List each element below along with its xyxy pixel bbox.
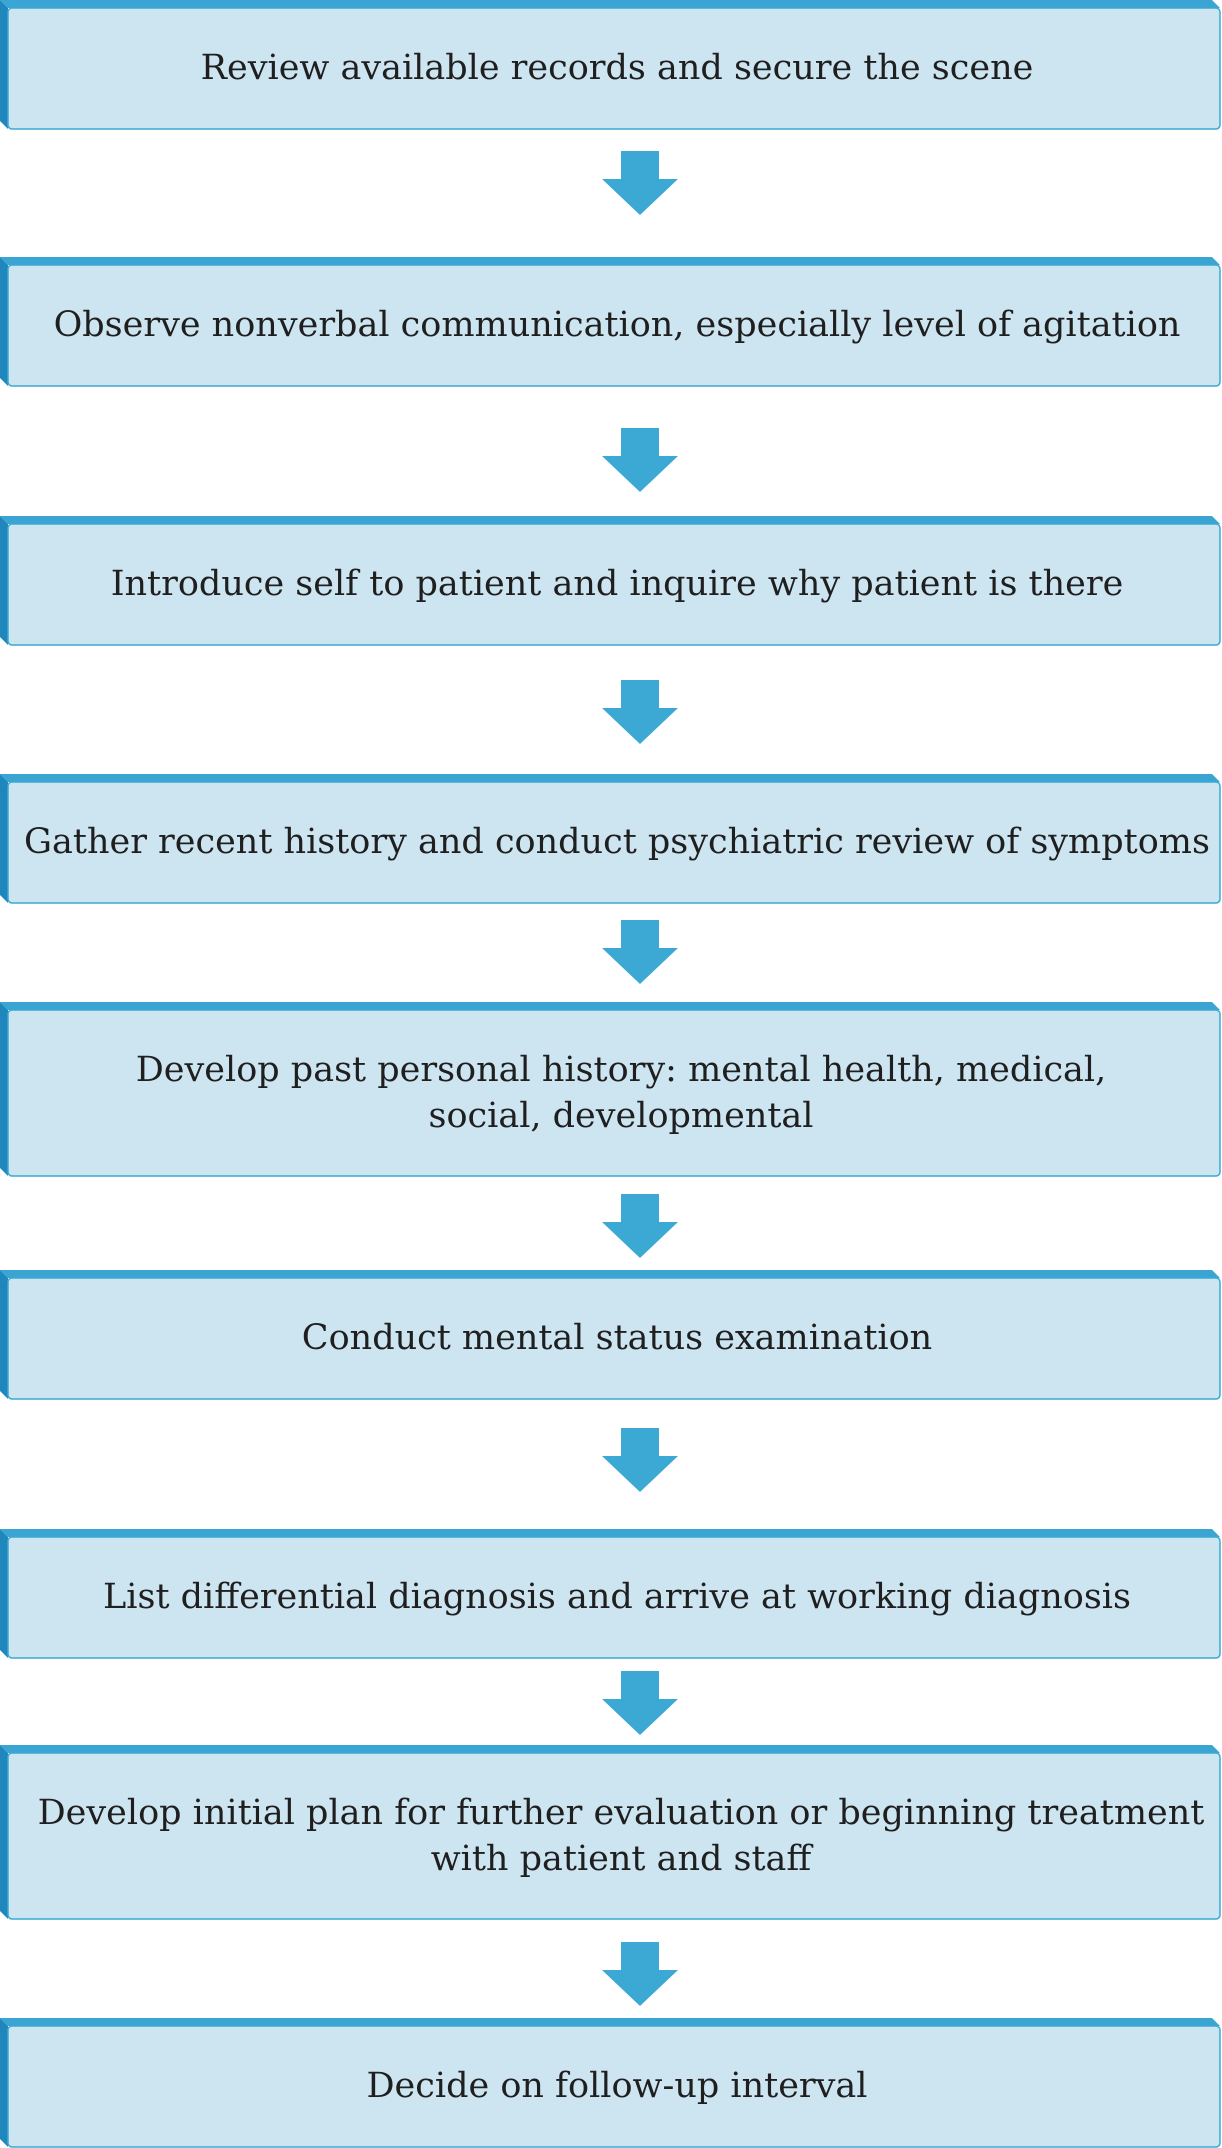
down-arrow-icon [602,1428,678,1492]
step-box-shape [0,1002,1221,1177]
step-box-shape [0,1270,1221,1400]
step-box-shape [0,2018,1221,2148]
step-box-mental-status: Conduct mental status examination [0,1270,1222,1400]
step-label: Conduct mental status examination [301,1318,933,1359]
step-box-past-history: Develop past personal history: mental he… [0,1002,1222,1177]
step-box-shape [0,1529,1221,1659]
step-box-follow-up: Decide on follow-up interval [0,2018,1222,2148]
step-label: Develop past personal history: mental he… [135,1050,1107,1136]
down-arrow-icon [602,680,678,744]
step-label: Review available records and secure the … [200,48,1034,89]
step-label: Develop initial plan for further evaluat… [37,1793,1205,1879]
step-box-shape [0,774,1221,904]
step-box-recent-history: Gather recent history and conduct psychi… [0,774,1222,904]
step-box-review-records: Review available records and secure the … [0,0,1222,130]
step-label: Decide on follow-up interval [366,2066,868,2107]
down-arrow-icon [602,428,678,492]
step-label: Gather recent history and conduct psychi… [24,822,1210,863]
down-arrow-icon [602,1671,678,1735]
down-arrow-icon [602,1194,678,1258]
step-label: Introduce self to patient and inquire wh… [110,564,1124,605]
step-box-observe-nonverbal: Observe nonverbal communication, especia… [0,257,1222,387]
down-arrow-icon [602,151,678,215]
down-arrow-icon [602,920,678,984]
step-label: Observe nonverbal communication, especia… [53,305,1181,346]
step-box-shape [0,257,1221,387]
step-box-differential-diagnosis: List differential diagnosis and arrive a… [0,1529,1222,1659]
step-box-shape [0,516,1221,646]
step-label: List differential diagnosis and arrive a… [103,1577,1131,1618]
down-arrow-icon [602,1942,678,2006]
step-box-initial-plan: Develop initial plan for further evaluat… [0,1745,1222,1920]
step-box-shape [0,0,1221,130]
step-box-shape [0,1745,1221,1920]
step-box-introduce-self: Introduce self to patient and inquire wh… [0,516,1222,646]
